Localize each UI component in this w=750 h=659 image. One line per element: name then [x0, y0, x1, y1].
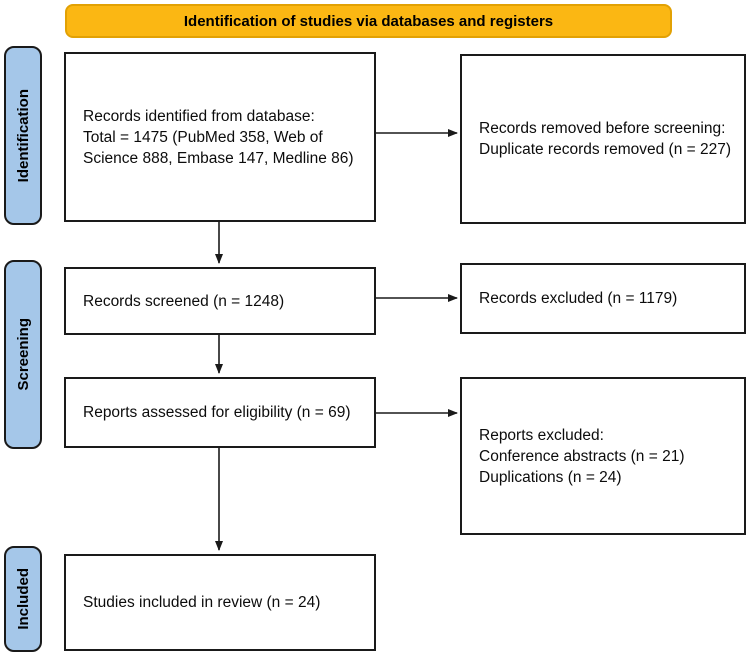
box-records-identified-line: Total = 1475 (PubMed 358, Web of: [83, 128, 323, 146]
box-records-identified-line: Science 888, Embase 147, Medline 86): [83, 149, 354, 167]
stage-screening: Screening: [4, 260, 42, 449]
box-reports-excluded-line: Duplications (n = 24): [479, 468, 622, 486]
box-records-identified: Records identified from database: Total …: [64, 52, 376, 222]
box-records-removed: Records removed before screening: Duplic…: [460, 54, 746, 224]
box-records-removed-line: Duplicate records removed (n = 227): [479, 141, 731, 158]
stage-included: Included: [4, 546, 42, 652]
box-studies-included: Studies included in review (n = 24): [64, 554, 376, 651]
box-reports-excluded: Reports excluded: Conference abstracts (…: [460, 377, 746, 535]
box-reports-assessed: Reports assessed for eligibility (n = 69…: [64, 377, 376, 448]
box-records-excluded: Records excluded (n = 1179): [460, 263, 746, 334]
banner-label: Identification of studies via databases …: [183, 12, 554, 30]
stage-identification: Identification: [4, 46, 42, 225]
box-reports-assessed-line: Reports assessed for eligibility (n = 69…: [83, 404, 351, 421]
stage-included-label: Included: [14, 568, 32, 630]
stage-screening-label: Screening: [14, 318, 32, 391]
stage-identification-label: Identification: [14, 88, 32, 183]
banner-databases-registers: Identification of studies via databases …: [65, 4, 672, 38]
box-reports-excluded-line: Reports excluded:: [479, 426, 604, 444]
box-records-identified-line: Records identified from database:: [83, 107, 315, 125]
box-reports-excluded-line: Conference abstracts (n = 21): [479, 447, 685, 465]
box-records-removed-line: Records removed before screening:: [479, 120, 726, 137]
box-records-excluded-line: Records excluded (n = 1179): [479, 290, 678, 307]
box-records-screened: Records screened (n = 1248): [64, 267, 376, 335]
box-records-screened-line: Records screened (n = 1248): [83, 292, 285, 310]
box-studies-included-line: Studies included in review (n = 24): [83, 594, 321, 611]
